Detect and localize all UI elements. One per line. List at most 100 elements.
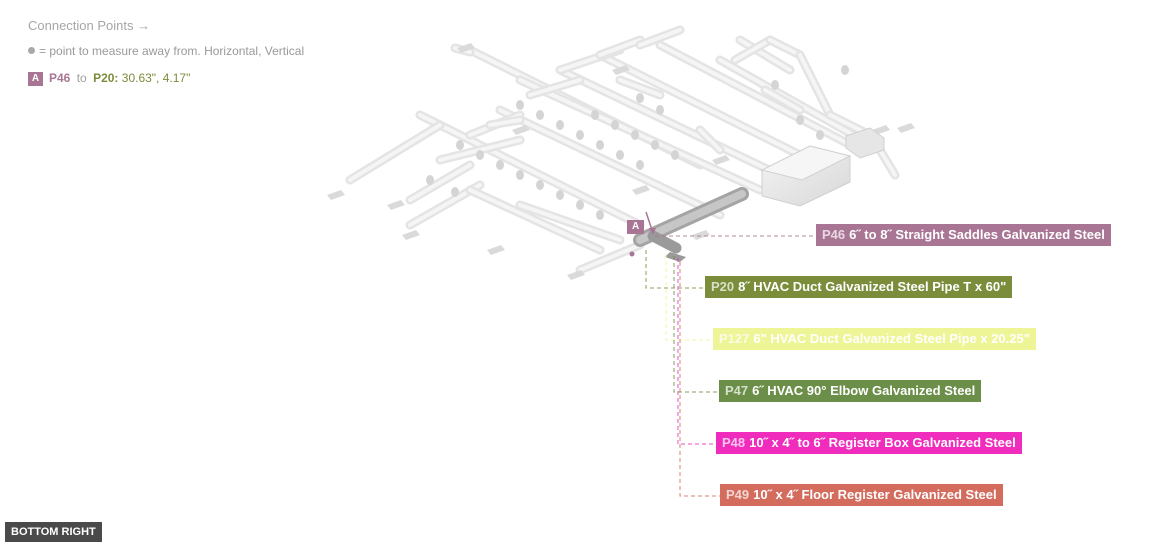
tee-branch xyxy=(647,230,682,254)
duct-register xyxy=(327,190,345,200)
part-id: P20 xyxy=(711,279,735,294)
connection-marker-a[interactable]: A xyxy=(627,220,645,234)
duct-segment-inner xyxy=(468,188,602,252)
part-name: 6" HVAC Duct Galvanized Steel Pipe x 20.… xyxy=(753,331,1030,346)
duct-joint xyxy=(636,93,644,103)
duct-segment-inner xyxy=(428,118,642,227)
duct-register xyxy=(712,155,730,165)
air-handler-top xyxy=(760,145,852,181)
connection-badge: A xyxy=(28,72,43,86)
floor-register xyxy=(665,252,686,262)
duct-register xyxy=(567,270,585,280)
duct-register xyxy=(632,185,650,195)
duct-joint xyxy=(556,190,564,200)
duct-joint xyxy=(576,200,584,210)
duct-register xyxy=(402,230,420,240)
connection-from: P46 xyxy=(49,71,71,85)
part-id: P127 xyxy=(719,331,750,346)
legend-text: = point to measure away from. Horizontal… xyxy=(39,44,305,58)
duct-segment-inner xyxy=(698,128,722,152)
duct-joint xyxy=(451,187,459,197)
view-bottom-right-button[interactable]: BOTTOM RIGHT xyxy=(5,522,102,542)
connection-points-title: Connection Points → xyxy=(28,18,151,33)
duct-joint xyxy=(516,100,524,110)
leader-line-p49 xyxy=(679,262,720,497)
duct-register xyxy=(387,200,405,210)
duct-segment-inner xyxy=(408,163,472,202)
duct-joint xyxy=(771,80,779,90)
part-name: 10˝ x 4˝ to 6˝ Register Box Galvanized S… xyxy=(749,435,1016,450)
duct-segment-inner xyxy=(498,108,722,217)
duct-segment-inner xyxy=(763,88,802,112)
duct-joint xyxy=(476,150,484,160)
duct-segment-inner xyxy=(488,118,522,127)
duct-segment-inner xyxy=(518,203,622,242)
duct-joint xyxy=(841,65,849,75)
duct-register xyxy=(457,43,475,53)
duct-joint xyxy=(556,120,564,130)
part-name: 8˝ HVAC Duct Galvanized Steel Pipe T x 6… xyxy=(738,279,1007,294)
duct-joint xyxy=(536,110,544,120)
leader-lines xyxy=(645,235,816,497)
duct-register xyxy=(612,65,630,75)
measure-arrow-head xyxy=(649,228,656,235)
duct-joint xyxy=(596,210,604,220)
duct-joint xyxy=(536,180,544,190)
part-id: P48 xyxy=(722,435,746,450)
duct-joint xyxy=(456,140,464,150)
duct-joint xyxy=(596,140,604,150)
duct-joint xyxy=(616,150,624,160)
legend: = point to measure away from. Horizontal… xyxy=(28,44,304,58)
part-name: 6˝ HVAC 90° Elbow Galvanized Steel xyxy=(752,383,976,398)
duct-segment-inner xyxy=(798,53,832,117)
duct-joint xyxy=(611,120,619,130)
duct-segment-inner xyxy=(638,28,682,47)
duct-joint xyxy=(591,110,599,120)
duct-joint xyxy=(496,160,504,170)
connection-to: P20: xyxy=(93,71,119,85)
duct-segment-inner xyxy=(558,68,792,182)
duct-joint xyxy=(816,130,824,140)
plenum-box xyxy=(845,127,885,159)
duct-segment-inner xyxy=(618,78,662,97)
duct-segment-inner xyxy=(738,38,792,72)
connection-row[interactable]: A P46 to P20: 30.63", 4.17" xyxy=(28,71,304,86)
measure-arrow xyxy=(645,211,653,231)
duct-joint xyxy=(656,105,664,115)
part-id: P49 xyxy=(726,487,750,502)
duct-segment-inner xyxy=(598,38,642,57)
connection-points-panel: Connection Points → = point to measure a… xyxy=(28,18,304,86)
duct-joint xyxy=(576,130,584,140)
connection-to-word: to xyxy=(76,71,87,85)
leader-line-p127 xyxy=(665,254,713,341)
duct-network xyxy=(327,25,915,280)
duct-joint xyxy=(651,140,659,150)
duct-joint xyxy=(516,170,524,180)
duct-segment-inner xyxy=(348,123,442,182)
duct-register xyxy=(512,125,530,135)
highlighted-branch xyxy=(629,187,749,262)
duct-joint xyxy=(636,160,644,170)
duct-segment-inner xyxy=(598,53,822,167)
connection-value: 30.63", 4.17" xyxy=(121,71,191,85)
duct-segment-inner xyxy=(578,243,642,272)
part-id: P46 xyxy=(822,227,846,242)
duct-joint xyxy=(796,115,804,125)
duct-joint xyxy=(426,175,434,185)
leader-line-p20 xyxy=(645,250,705,289)
duct-segment-inner xyxy=(768,38,802,57)
duct-joint xyxy=(671,150,679,160)
leader-line-p48 xyxy=(677,258,716,445)
part-id: P47 xyxy=(725,383,749,398)
point-dot-icon xyxy=(28,47,35,54)
duct-joint xyxy=(631,130,639,140)
leader-line-p47 xyxy=(673,256,719,393)
duct-fittings xyxy=(760,127,885,207)
